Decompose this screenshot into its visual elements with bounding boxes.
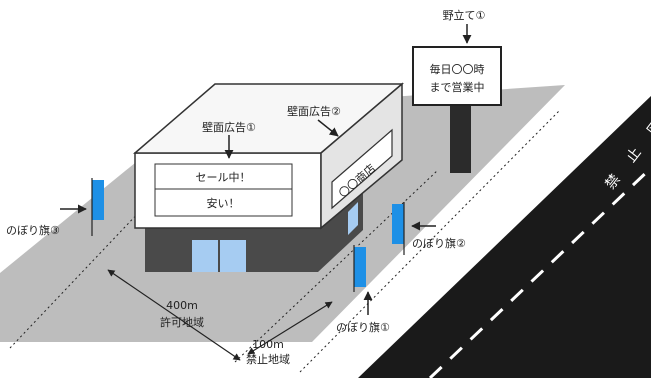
front-sign-line2: 安い！: [207, 196, 240, 210]
building-side-window: [348, 202, 358, 235]
label-wall-ad-side: 壁面広告②: [287, 104, 341, 118]
signboard-text-line1: 毎日〇〇時: [430, 63, 485, 76]
boundary-line-400m: [9, 187, 163, 349]
label-signboard: 野立て①: [443, 8, 486, 22]
signboard-board: [412, 46, 502, 106]
arrow-wall-ad-side: [317, 119, 339, 137]
road: [358, 96, 651, 378]
distance-arrow-100m: [247, 301, 333, 355]
building-window-right: [220, 240, 246, 272]
distance-arrow-400m: [107, 269, 241, 361]
signboard-text-line2: まで営業中: [430, 80, 485, 94]
label-flag-3: のぼり旗③: [6, 223, 60, 237]
flag-2: [392, 204, 404, 244]
label-permitted-area: 許可地域: [160, 316, 204, 329]
label-wall-ad-front: 壁面広告①: [202, 120, 256, 134]
label-flag-1: のぼり旗①: [336, 320, 390, 334]
road-center-line: [428, 166, 651, 378]
label-flag-2: のぼり旗②: [412, 236, 466, 250]
label-distance-400: 400m: [166, 299, 198, 312]
front-sign: [154, 163, 293, 217]
boundary-line-road-edge: [299, 109, 561, 373]
label-prohibited-area: 禁止地域: [246, 353, 290, 366]
flag-3: [92, 180, 104, 220]
front-sign-line1: セール中！: [196, 171, 251, 184]
label-distance-100: 100m: [252, 338, 284, 351]
building-window-left: [192, 240, 218, 272]
side-sign: [331, 128, 393, 210]
flag-1: [354, 247, 366, 287]
signboard-pole: [450, 103, 471, 173]
